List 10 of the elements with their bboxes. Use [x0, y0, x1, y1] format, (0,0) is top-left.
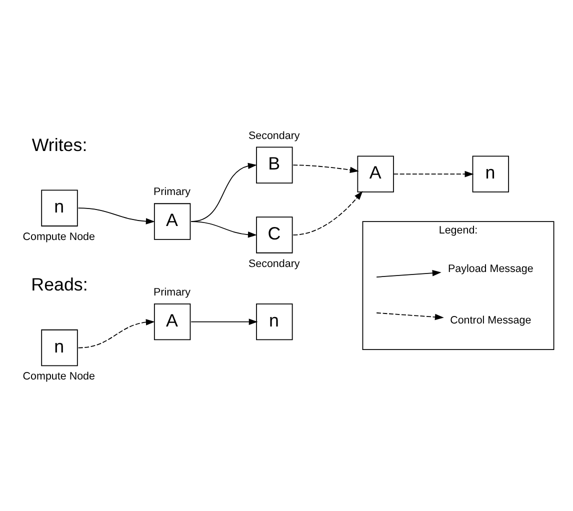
node-label: Secondary [248, 129, 300, 142]
label: Reads: [31, 274, 88, 294]
node-label: Compute Node [22, 230, 95, 242]
node-label: Compute Node [22, 370, 95, 382]
node-label: Primary [154, 286, 191, 298]
node-label: Secondary [248, 257, 300, 270]
label: Writes: [32, 134, 88, 154]
legend-label: Control Message [450, 314, 532, 326]
legend-label: Payload Message [448, 262, 534, 274]
node-label: Primary [154, 186, 191, 198]
